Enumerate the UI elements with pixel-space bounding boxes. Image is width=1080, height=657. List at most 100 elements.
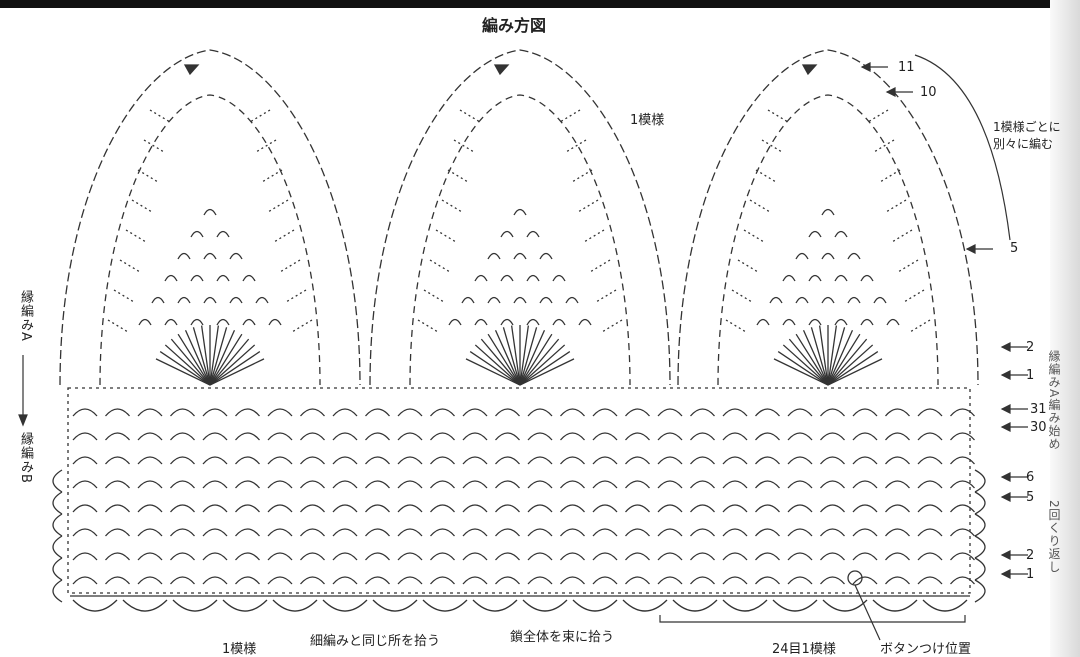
mesh-arch (170, 408, 195, 417)
fan-ray (170, 338, 211, 386)
per-pattern-note-line2: 別々に編む (993, 137, 1054, 151)
per-pattern-note-line1: 1模様ごとに (993, 120, 1061, 134)
left-edge-scallop (52, 579, 63, 603)
mesh-arch (365, 504, 390, 513)
mesh-arch (950, 552, 975, 561)
mesh-arch (592, 504, 618, 513)
stitch-dash (571, 169, 593, 183)
mesh-arch (625, 408, 650, 417)
mesh-arch (495, 552, 520, 561)
stitch-dash (441, 199, 463, 213)
mesh-arch (430, 480, 455, 489)
mesh-arch (137, 432, 163, 441)
mesh-arch (527, 576, 553, 585)
fan-ray (773, 358, 829, 386)
mesh-arch (852, 528, 878, 537)
mesh-arch (950, 456, 975, 465)
mesh-arch (300, 432, 325, 441)
stitch-dash (767, 109, 789, 123)
pineapple-loop (539, 252, 553, 260)
mesh-arch (560, 552, 585, 561)
pineapple-loop (782, 274, 796, 282)
mesh-arch (690, 576, 715, 585)
mesh-arch (365, 480, 390, 489)
top-border (0, 0, 1080, 8)
fan-ray (827, 325, 838, 386)
right-edge-scallop (974, 469, 986, 493)
pineapple-loop (769, 296, 783, 304)
pineapple-loop (873, 296, 887, 304)
mesh-arch (462, 456, 488, 465)
stitch-dash (897, 259, 919, 273)
stitch-dash (743, 229, 765, 243)
stitch-dash (559, 109, 581, 123)
stitch-dash (125, 229, 147, 243)
mesh-arch (170, 528, 195, 537)
mesh-arch (332, 432, 358, 441)
mesh-arch (690, 456, 715, 465)
fan-ray (782, 344, 829, 386)
mesh-arch (332, 504, 358, 513)
row-arrowhead (1000, 404, 1011, 414)
mesh-arch (690, 432, 715, 441)
pineapple-loop (834, 230, 848, 238)
mesh-arch (527, 528, 553, 537)
pineapple-loop (474, 318, 488, 326)
right-edge-scallop (974, 491, 986, 515)
mesh-arch (137, 408, 163, 417)
mesh-arch (755, 480, 780, 489)
mesh-arch (72, 432, 98, 441)
mesh-arch (72, 576, 98, 585)
pineapple-loop (808, 230, 822, 238)
pineapple-loop (203, 252, 217, 260)
mesh-arch (397, 480, 423, 489)
mesh-arch (722, 432, 748, 441)
edge-scallop (822, 599, 868, 612)
mesh-arch (235, 576, 260, 585)
stitch-dash (447, 169, 469, 183)
pineapple-loop (565, 296, 579, 304)
fan-ray (487, 333, 521, 386)
stitches-per-pattern-note: 24目1模様 (772, 642, 836, 657)
mesh-arch (820, 504, 845, 513)
mesh-arch (560, 504, 585, 513)
pineapple-loop (487, 252, 501, 260)
fan-ray (795, 333, 829, 386)
pineapple-loop (578, 318, 592, 326)
pineapple-loop (190, 318, 204, 326)
mesh-arch (235, 456, 260, 465)
mesh-arch (722, 408, 748, 417)
edge-a-start-label: 縁編みA編み始め (1047, 350, 1061, 451)
mesh-arch (787, 528, 813, 537)
mesh-arch (657, 552, 683, 561)
mesh-arch (852, 504, 878, 513)
mesh-arch (885, 456, 910, 465)
edge-scallop (172, 599, 218, 612)
fan-ray (788, 338, 829, 386)
mesh-arch (430, 504, 455, 513)
mesh-arch (300, 552, 325, 561)
mesh-arch (917, 408, 943, 417)
fan-ray (209, 351, 261, 386)
mesh-arch (755, 504, 780, 513)
body-mesh (52, 387, 986, 612)
mesh-arch (202, 480, 228, 489)
fan-ray (818, 325, 829, 386)
stitch-dash (113, 289, 135, 303)
edge-scallop (922, 599, 968, 612)
mesh-arch (495, 504, 520, 513)
stitch-dash (879, 169, 901, 183)
mesh-arch (820, 408, 845, 417)
left-edge-scallop (52, 557, 63, 581)
stitch-dash (731, 289, 753, 303)
row-arrowhead (1000, 342, 1011, 352)
mesh-arch (560, 480, 585, 489)
row-1-label-a: 1 (1026, 368, 1035, 383)
mesh-arch (202, 432, 228, 441)
stitch-dash (589, 259, 611, 273)
edge-scallop (872, 599, 918, 612)
pineapple-loop (448, 318, 462, 326)
edge-vertical-arrowhead (18, 414, 28, 427)
pineapple-loop (821, 252, 835, 260)
edge-scallop (722, 599, 768, 612)
